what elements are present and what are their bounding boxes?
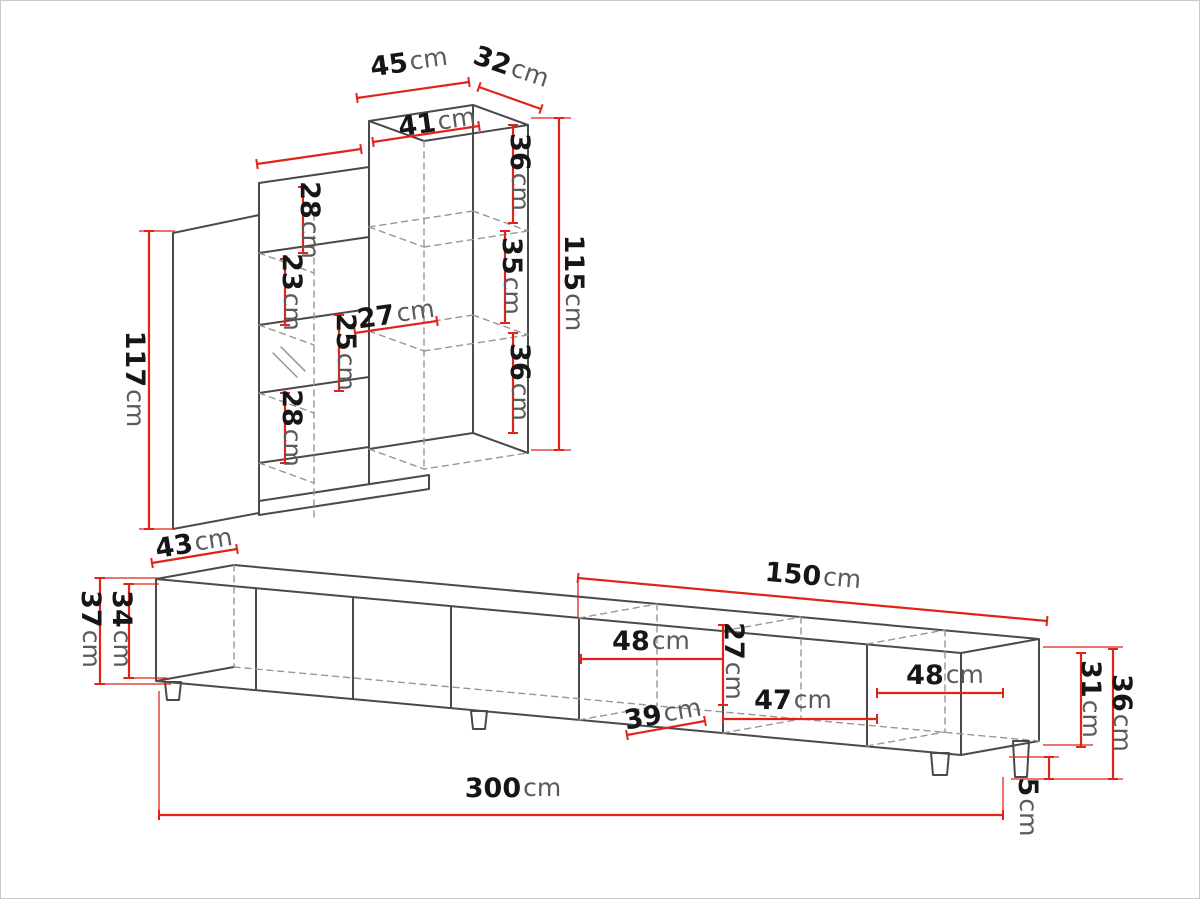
tv-stand-legs	[164, 681, 1030, 778]
dim-wall-depth-bottom-label: 43cm	[153, 522, 235, 565]
dim-stand-height-right-outer-label: 36cm	[1107, 674, 1138, 752]
wall-unit-hidden-edges	[258, 140, 529, 522]
dim-wall-gap1-label: 28cm	[295, 181, 326, 259]
dim-wall-gap3-label: 25cm	[331, 313, 362, 391]
dim-wall-top-depth-line	[476, 81, 544, 115]
dim-wall-inner-width-label: 41cm	[396, 101, 477, 143]
dim-wall-shelf-bottom-label: 36cm	[505, 343, 536, 421]
dim-stand-height-left-outer-label: 37cm	[76, 590, 107, 668]
dim-wall-depth-bottom-line	[150, 543, 239, 569]
dim-stand-leg-height-label: 5cm	[1013, 778, 1044, 837]
dim-stand-compartment3-label: 48cm	[906, 660, 984, 691]
dim-wall-top-depth-label: 32cm	[470, 40, 554, 95]
wall-unit-extension-lines	[139, 117, 571, 530]
dim-wall-middle-top-ref-line	[255, 143, 363, 170]
dim-stand-inner-depth-line	[625, 715, 707, 741]
dim-stand-compartment1-label: 48cm	[612, 626, 690, 657]
dim-wall-shelf-top-label: 36cm	[505, 133, 536, 211]
dim-wall-gap4-label: 28cm	[277, 389, 308, 467]
dim-wall-gap2-label: 23cm	[277, 253, 308, 331]
tv-stand-dimensions: 150cm 37cm 34cm 48cm 27cm 47cm 48cm 39cm…	[76, 556, 1138, 836]
wall-unit-drawing	[172, 104, 529, 530]
glass-reflection-marks	[272, 346, 306, 378]
dim-stand-half-width-label: 150cm	[764, 556, 863, 595]
dim-stand-total-width-label: 300cm	[465, 773, 561, 804]
dim-stand-inner-height-label: 27cm	[719, 622, 750, 700]
dim-stand-compartment2-label: 47cm	[754, 685, 832, 716]
dim-wall-top-width-label: 45cm	[368, 41, 449, 83]
dim-wall-shelf-mid-label: 35cm	[497, 237, 528, 315]
dim-wall-inner-width-mid-line	[353, 315, 439, 339]
dim-stand-half-width-line	[576, 572, 1049, 627]
dim-wall-inner-width-line	[371, 120, 481, 148]
dim-wall-height-right-label: 115cm	[559, 235, 590, 331]
dim-stand-inner-depth-label: 39cm	[622, 692, 704, 736]
dim-wall-inner-width-mid-label: 27cm	[355, 293, 436, 335]
dim-wall-top-width-line	[355, 76, 471, 104]
dim-stand-height-right-inner-label: 31cm	[1076, 660, 1107, 738]
dim-stand-height-left-inner-label: 34cm	[107, 590, 138, 668]
dim-wall-height-left-label: 117cm	[120, 331, 151, 427]
